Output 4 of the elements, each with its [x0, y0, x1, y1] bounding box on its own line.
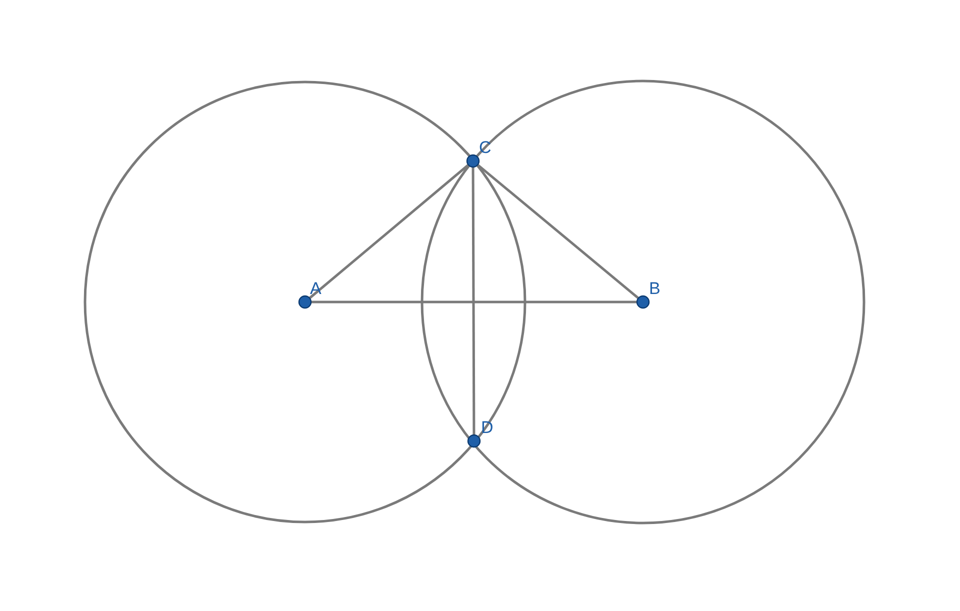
line-segment — [308, 164, 470, 300]
point-label: B — [649, 280, 660, 297]
line-segment — [476, 164, 640, 300]
line-segment — [311, 300, 637, 304]
